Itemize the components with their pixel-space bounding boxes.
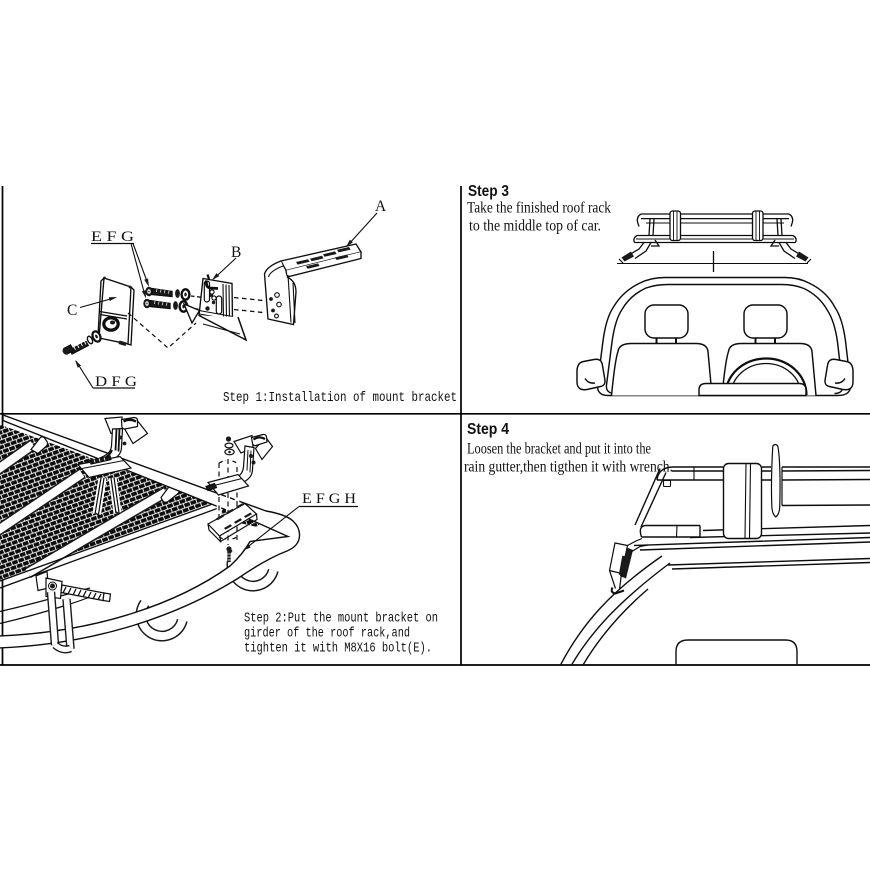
svg-text:B: B <box>231 244 241 261</box>
svg-text:tighten it with M8X16 bolt(E).: tighten it with M8X16 bolt(E). <box>244 641 432 657</box>
svg-text:A: A <box>375 198 387 215</box>
svg-text:E F G H: E F G H <box>302 491 356 507</box>
svg-text:rain gutter,then tigthen it wi: rain gutter,then tigthen it with wrench. <box>464 459 673 476</box>
svg-text:D F G: D F G <box>95 374 137 390</box>
svg-text:Take the finished roof rack: Take the finished roof rack <box>467 200 611 217</box>
svg-text:Step 1:Installation of mount b: Step 1:Installation of mount bracket <box>223 390 457 406</box>
svg-text:Loosen the bracket and put it: Loosen the bracket and put it into the <box>467 441 651 458</box>
svg-text:Step 3: Step 3 <box>468 183 509 200</box>
svg-text:C: C <box>67 302 77 319</box>
svg-text:to the middle top of car.: to the middle top of car. <box>469 218 601 235</box>
svg-text:girder of the roof rack,and: girder of the roof rack,and <box>244 626 410 642</box>
svg-text:E F G: E F G <box>91 229 134 245</box>
svg-text:Step 4: Step 4 <box>467 421 509 438</box>
svg-text:Step 2:Put the mount bracket o: Step 2:Put the mount bracket on <box>244 611 438 627</box>
